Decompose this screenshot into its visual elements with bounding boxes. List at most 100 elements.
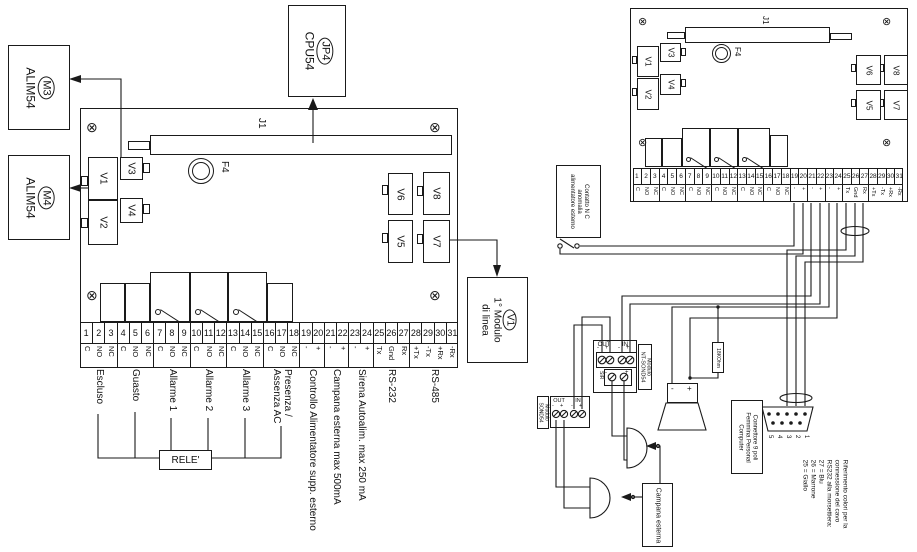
expansion-board-terminal-sub-label: - xyxy=(826,187,833,189)
component-v6: V6 xyxy=(856,55,881,85)
expansion-board-terminal-group-divider xyxy=(842,185,844,202)
expansion-board-terminal-sub-label: +Rx xyxy=(887,187,894,197)
main-board-terminal-group-divider xyxy=(299,344,301,368)
expansion-board-terminal-sub-label: -Tx xyxy=(878,187,885,195)
alim54-label: ALIM54 xyxy=(23,66,38,109)
polarity-sign: + xyxy=(579,403,583,409)
main-board-terminal-number: 3 xyxy=(104,322,116,344)
polarity-sign: - xyxy=(605,370,607,376)
main-board-terminal-number: 22 xyxy=(336,322,348,344)
component-v5: V5 xyxy=(388,220,413,263)
polarity-sign: + xyxy=(560,403,564,409)
component-v4: V4 xyxy=(120,198,143,223)
j1-connector-bar xyxy=(150,135,452,155)
main-board-terminal-group-divider xyxy=(409,344,411,368)
v1-circle-label: V1 xyxy=(502,309,517,331)
main-board-terminal-strip xyxy=(80,322,458,344)
main-board-terminal-sub-label: NC xyxy=(180,346,190,357)
sond-out-label: OUT xyxy=(553,397,565,404)
component-tab xyxy=(382,185,388,195)
rele-label: RELE' xyxy=(171,454,200,466)
relay-symbol xyxy=(228,272,267,327)
main-board-terminal-number: 14 xyxy=(238,322,251,344)
expansion-board-terminal-number: 31 xyxy=(894,168,903,185)
polarity-sign: + xyxy=(687,384,692,393)
db9-pin-number: 3 xyxy=(784,435,791,439)
main-board-terminal-sub-label: NO xyxy=(167,346,177,358)
corner-screw-icon: ⊗ xyxy=(638,16,648,28)
expansion-board-terminal-number: 9 xyxy=(702,168,711,185)
terminal-function-label: Sirena Autoalim. max 250 mA xyxy=(355,369,367,501)
component-tab xyxy=(851,99,856,107)
relay-contact-dot xyxy=(195,309,201,315)
expansion-board-terminal-number: 30 xyxy=(885,168,895,185)
f4-fuse-inner xyxy=(715,47,728,60)
expansion-board-terminal-sub-label: C xyxy=(686,187,693,191)
main-board-terminal-sub-label: + xyxy=(338,346,348,351)
main-board-terminal-sub-label: NO xyxy=(94,346,104,358)
main-board-terminal-group-divider xyxy=(226,344,228,368)
relay-symbol xyxy=(190,272,228,326)
expansion-board-terminal-sub-label: NC xyxy=(730,187,737,195)
expansion-board-terminal-number: 25 xyxy=(842,168,851,185)
main-board-terminal-number: 12 xyxy=(214,322,226,344)
main-board-terminal-number: 29 xyxy=(421,322,433,344)
nt-sond54-terminal-block xyxy=(596,352,637,368)
expansion-board-terminal-number: 26 xyxy=(850,168,860,185)
terminal-function-label: RS-232 xyxy=(386,369,398,403)
relay-box xyxy=(125,283,150,322)
expansion-board-terminal-group-divider xyxy=(711,185,713,202)
expansion-board-terminal-subs-row xyxy=(632,185,904,202)
expansion-board-terminal-sub-label: Gnd xyxy=(852,187,859,198)
m4-circle-label: M4 xyxy=(37,185,55,210)
expansion-board-terminal-sub-label: NC xyxy=(704,187,710,195)
main-board-terminal-sub-label: NO xyxy=(277,346,287,358)
expansion-board-terminal-sub-label: +Tx xyxy=(869,187,876,197)
expansion-board-terminal-number: 11 xyxy=(719,168,729,185)
component-tab xyxy=(417,234,423,244)
expansion-board-terminal-sub-label: NO xyxy=(721,187,728,196)
expansion-board-terminal-number: 17 xyxy=(772,168,781,185)
resistor-value: 18KOhm xyxy=(715,347,722,368)
component-tab xyxy=(143,204,150,214)
component-v7: V7 xyxy=(423,220,450,263)
main-board-terminal-sub-label: Rx xyxy=(399,346,409,356)
main-board-terminal-sub-label: -Tx xyxy=(424,346,434,357)
main-board-terminal-number: 20 xyxy=(311,322,324,344)
relay-symbol xyxy=(150,272,190,327)
db9-pin-number: 5 xyxy=(766,435,773,439)
expansion-board-terminal-sub-label: NO xyxy=(642,187,649,196)
main-board-terminal-number: 15 xyxy=(250,322,263,344)
expansion-board-terminal-sub-label: C xyxy=(634,187,641,191)
component-tab xyxy=(81,218,88,228)
j1-label: J1 xyxy=(256,118,267,129)
line-module-label: di linea xyxy=(479,304,491,336)
main-board-terminal-group-divider xyxy=(153,344,155,368)
relay-symbol xyxy=(738,128,770,172)
main-board-terminal-number: 9 xyxy=(177,322,190,344)
j1-label: J1 xyxy=(761,16,770,25)
expansion-board-terminal-number: 15 xyxy=(754,168,764,185)
main-board-terminal-number: 11 xyxy=(201,322,214,344)
cpu54-label: CPU54 xyxy=(302,31,316,71)
main-board-terminal-sub-label: NO xyxy=(241,346,251,358)
main-board-terminal-number: 10 xyxy=(189,322,202,344)
expansion-board-terminal-group-divider xyxy=(684,185,686,202)
expansion-board-terminal-group-divider xyxy=(807,185,809,202)
main-board-terminal-number: 13 xyxy=(226,322,238,344)
sir-label: SIR xyxy=(598,371,604,380)
expansion-board-terminal-group-divider xyxy=(737,185,739,202)
main-board-terminal-number: 24 xyxy=(360,322,372,344)
expansion-board-terminal-number: 2 xyxy=(641,168,650,185)
terminal-function-label: Allarme 3 xyxy=(239,369,251,412)
campana-esterna-label: Campana esterna xyxy=(654,487,661,543)
